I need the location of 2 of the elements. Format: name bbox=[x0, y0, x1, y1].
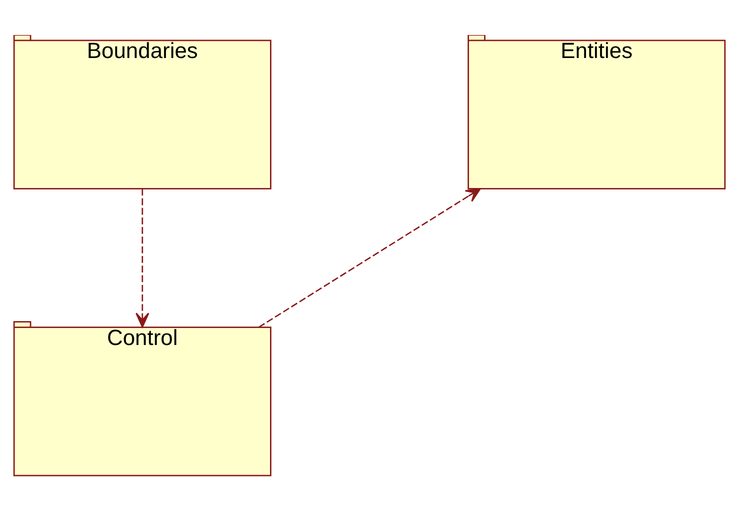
arrow bbox=[258, 188, 481, 328]
arrow bbox=[136, 188, 150, 328]
